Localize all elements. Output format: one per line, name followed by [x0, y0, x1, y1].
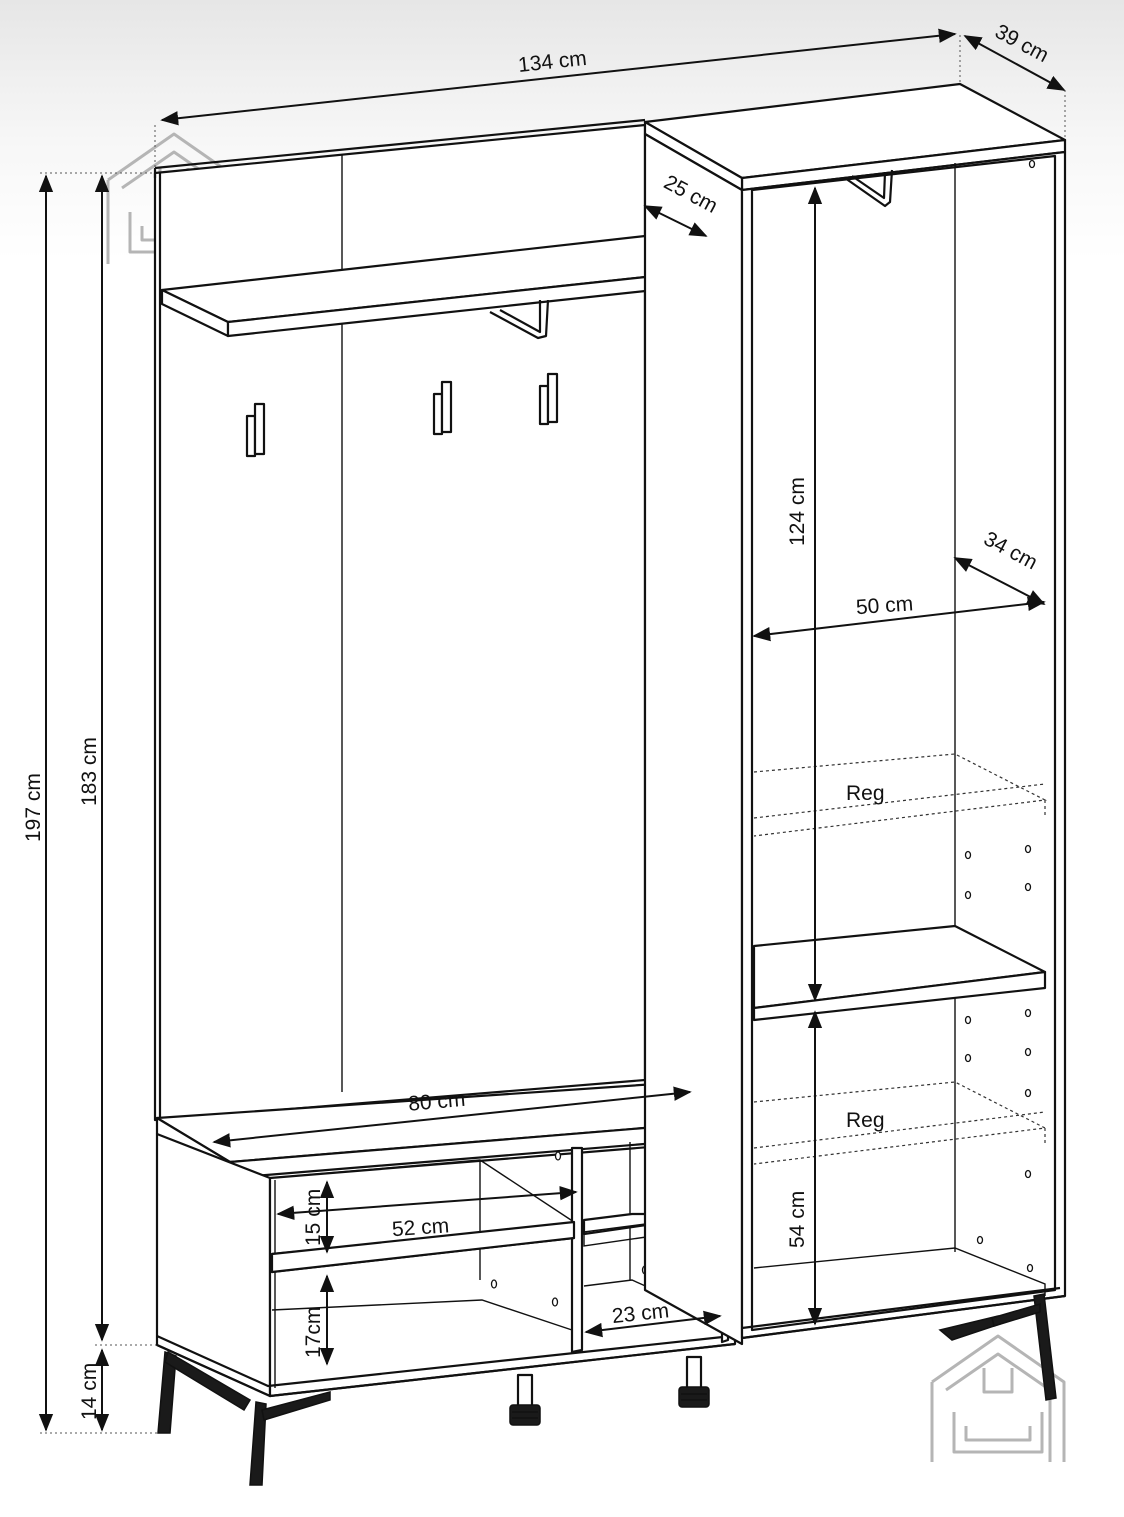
coat-hook-3 — [538, 372, 559, 426]
house-sofa-logo-icon — [930, 1334, 1066, 1462]
adjustable-shelf-upper-label: Reg — [846, 782, 885, 805]
dimension-lines — [38, 28, 1066, 1432]
hanging-height-label: 124 cm — [786, 477, 809, 546]
lower-compartment-height-label: 17cm — [302, 1307, 325, 1358]
lower-wardrobe-height-label: 54 cm — [786, 1191, 809, 1248]
total-height-label: 197 cm — [22, 773, 45, 842]
extension-lines — [40, 35, 1066, 1434]
coat-hook-1 — [245, 402, 266, 458]
leg-height-label: 14 cm — [78, 1363, 101, 1420]
body-height-label: 183 cm — [78, 737, 101, 806]
adjustable-shelf-lower-label: Reg — [846, 1109, 885, 1132]
coat-rack-section — [153, 118, 712, 1122]
wardrobe-cabinet — [643, 82, 1067, 1401]
upper-compartment-height-label: 15 cm — [302, 1189, 325, 1246]
compartment-width-label: 52 cm — [391, 1214, 450, 1241]
depth-label: 39 cm — [991, 20, 1052, 67]
shelf-pin-holes — [964, 159, 1036, 1273]
inner-width-label: 50 cm — [855, 592, 914, 619]
total-width-label: 134 cm — [517, 47, 588, 77]
adjustable-foot-2 — [678, 1355, 710, 1408]
adjustable-foot-1 — [509, 1373, 541, 1426]
coat-hook-2 — [432, 380, 453, 436]
bench-width-label: 80 cm — [407, 1088, 466, 1116]
